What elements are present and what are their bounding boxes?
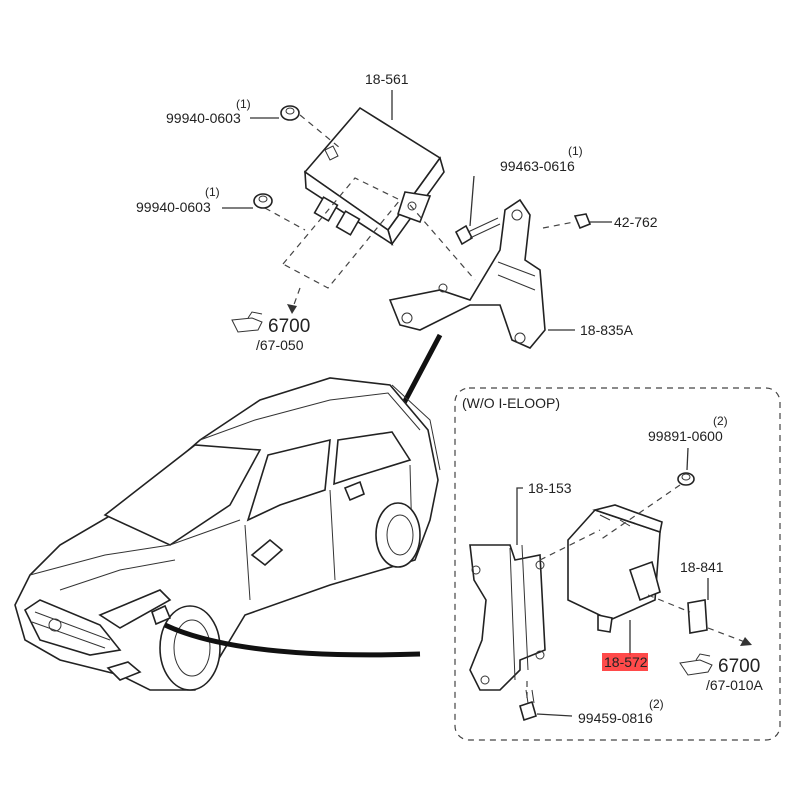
variant-box	[454, 387, 781, 741]
label-18-561: 18-561	[365, 71, 409, 87]
label-bolt-bottom: 99459-0816	[578, 710, 653, 726]
car-illustration	[14, 377, 441, 691]
label-bracket-bottom: 18-153	[528, 480, 572, 496]
module-18-561-drawing	[303, 106, 445, 246]
qty-bolt-top: (1)	[568, 144, 583, 158]
nut-99891-0600	[677, 472, 695, 486]
bracket-18-153-drawing	[469, 544, 546, 691]
qty-bolt-bottom: (2)	[649, 697, 664, 711]
label-clip: 42-762	[614, 214, 658, 230]
module-18-572-drawing	[567, 504, 663, 633]
highlight-18-572	[602, 653, 648, 671]
bracket-18-835A-drawing	[388, 198, 546, 349]
label-module-bottom: 18-572	[604, 654, 648, 670]
clip-42-762	[573, 213, 592, 230]
variant-box-title: (W/O I-ELOOP)	[462, 395, 560, 411]
label-nut-c: 99891-0600	[648, 428, 723, 444]
nut-99940-0603-a	[280, 105, 300, 121]
ref-top-sub: /67-050	[256, 337, 304, 353]
qty-nut-c: (2)	[713, 414, 728, 428]
nut-99940-0603-b	[253, 193, 273, 209]
qty-nut-a: (1)	[236, 97, 251, 111]
connector-18-841-drawing	[687, 599, 708, 634]
ref-top-number: 6700	[268, 316, 310, 337]
label-nut-a: 99940-0603	[166, 110, 241, 126]
bolt-99459-0816	[519, 689, 537, 722]
bolt-99463-0616	[454, 217, 501, 246]
label-bracket-top: 18-835A	[580, 322, 634, 338]
pointing-hand-icon	[679, 653, 713, 676]
label-bolt-top: 99463-0616	[500, 158, 575, 174]
label-connector: 18-841	[680, 559, 724, 575]
qty-nut-b: (1)	[205, 185, 220, 199]
pointing-hand-icon	[231, 311, 263, 333]
ref-bottom-sub: /67-010A	[706, 677, 763, 693]
label-nut-b: 99940-0603	[136, 199, 211, 215]
ref-bottom-number: 6700	[718, 656, 760, 677]
